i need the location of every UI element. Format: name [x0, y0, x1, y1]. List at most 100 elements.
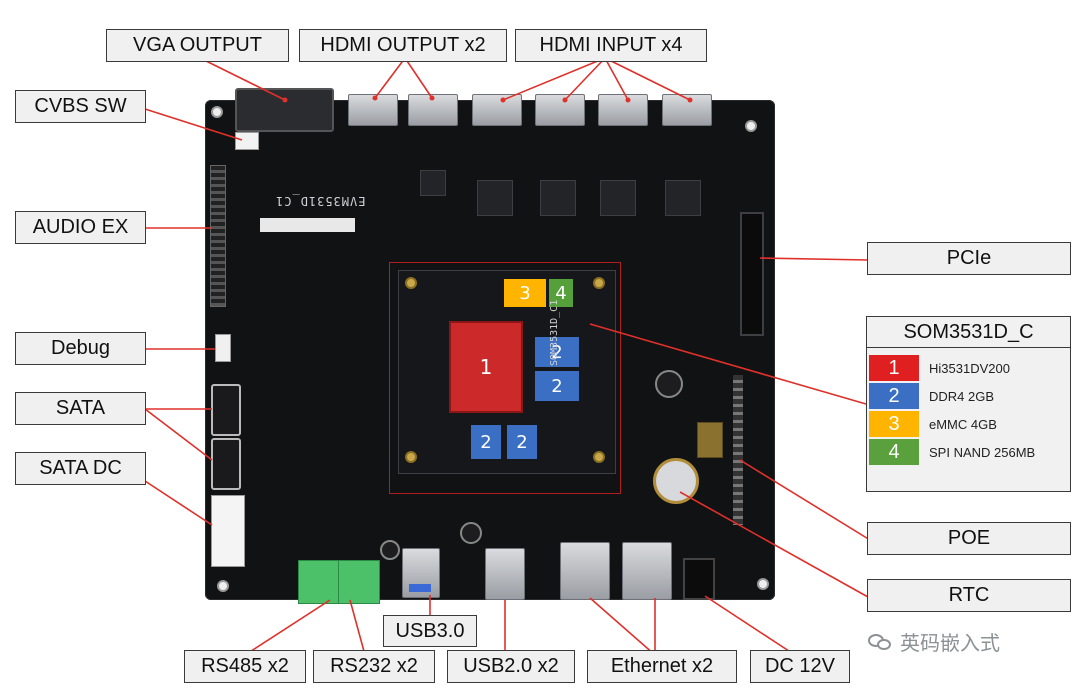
mount-hole	[745, 120, 757, 132]
legend-swatch: 4	[869, 439, 919, 465]
emmc-block: 3	[504, 279, 546, 307]
som-hole	[593, 451, 605, 463]
usb30-tongue	[409, 584, 431, 592]
ddr-block: 2	[507, 425, 537, 459]
legend-swatch: 3	[869, 411, 919, 437]
leader-line	[404, 57, 433, 99]
leader-line	[564, 57, 606, 101]
legend-text: eMMC 4GB	[929, 416, 997, 432]
legend-item: 2 DDR4 2GB	[869, 383, 994, 409]
leader-line	[589, 323, 867, 405]
som-module: 1 3 4 2 2 2 2 SOM3531D_C1	[398, 270, 616, 474]
label-rtc: RTC	[867, 579, 1071, 612]
leader-dot	[687, 97, 693, 103]
ethernet-port	[560, 542, 610, 600]
sata-connector	[211, 438, 241, 490]
som-highlight-frame	[389, 262, 621, 494]
chip	[540, 180, 576, 216]
leader-line	[144, 408, 213, 461]
legend-text: Hi3531DV200	[929, 360, 1010, 376]
capacitor	[380, 540, 400, 560]
legend-title: SOM3531D_C	[867, 317, 1070, 348]
audio-header	[210, 165, 226, 307]
leader-dot	[372, 95, 378, 101]
watermark-text: 英码嵌入式	[900, 631, 1000, 655]
legend-swatch: 2	[869, 383, 919, 409]
rs232-terminal	[338, 560, 380, 604]
poe-module	[697, 422, 723, 458]
hdmi-port	[535, 94, 585, 126]
hdmi-port	[472, 94, 522, 126]
label-usb20: USB2.0 x2	[447, 650, 575, 683]
chip	[420, 170, 446, 196]
leader-line	[679, 491, 869, 598]
som-hole	[593, 277, 605, 289]
ddr-block: 2	[471, 425, 501, 459]
cvbs-switch	[235, 132, 259, 150]
pcie-slot	[740, 212, 764, 336]
vga-connector	[235, 88, 334, 132]
leader-line	[739, 459, 871, 541]
leader-line	[374, 57, 406, 99]
label-strip	[260, 218, 355, 232]
debug-connector	[215, 334, 231, 362]
ddr-block: 2	[535, 337, 579, 367]
ethernet-port	[622, 542, 672, 600]
chip	[665, 180, 701, 216]
mount-hole	[217, 580, 229, 592]
leader-line	[502, 57, 606, 101]
dc-jack	[683, 558, 715, 600]
label-pcie: PCIe	[867, 242, 1071, 275]
label-rs485: RS485 x2	[184, 650, 306, 683]
nand-block: 4	[549, 279, 573, 307]
legend-item: 3 eMMC 4GB	[869, 411, 997, 437]
sata-connector	[211, 384, 241, 436]
capacitor	[460, 522, 482, 544]
legend-swatch: 1	[869, 355, 919, 381]
label-sata: SATA	[15, 392, 146, 425]
rs485-terminal	[298, 560, 340, 604]
sata-dc-connector	[211, 495, 245, 567]
leader-line	[199, 57, 286, 101]
label-hdmi-output: HDMI OUTPUT x2	[299, 29, 507, 62]
leader-dot	[429, 95, 435, 101]
leader-line	[704, 595, 796, 656]
label-cvbs-sw: CVBS SW	[15, 90, 146, 123]
label-debug: Debug	[15, 332, 146, 365]
mount-hole	[757, 578, 769, 590]
label-rs232: RS232 x2	[313, 650, 435, 683]
label-vga-output: VGA OUTPUT	[106, 29, 289, 62]
leader-dot	[282, 97, 288, 103]
ddr-block: 2	[535, 371, 579, 401]
leader-line	[604, 57, 629, 101]
label-dc12v: DC 12V	[750, 650, 850, 683]
leader-line	[144, 480, 213, 526]
leader-dot	[625, 97, 631, 103]
hdmi-port	[598, 94, 648, 126]
capacitor	[655, 370, 683, 398]
wechat-icon	[868, 632, 894, 652]
legend-item: 4 SPI NAND 256MB	[869, 439, 1035, 465]
label-hdmi-input: HDMI INPUT x4	[515, 29, 707, 62]
leader-line	[244, 599, 331, 656]
legend-item: 1 Hi3531DV200	[869, 355, 1010, 381]
leader-line	[589, 597, 656, 656]
rtc-battery	[653, 458, 699, 504]
label-sata-dc: SATA DC	[15, 452, 146, 485]
chip	[477, 180, 513, 216]
leader-line	[604, 57, 691, 101]
label-poe: POE	[867, 522, 1071, 555]
chip	[600, 180, 636, 216]
legend-text: SPI NAND 256MB	[929, 444, 1036, 460]
som-hole	[405, 451, 417, 463]
leader-line	[144, 108, 243, 141]
som-hole	[405, 277, 417, 289]
leader-dot	[562, 97, 568, 103]
label-ethernet: Ethernet x2	[587, 650, 737, 683]
label-usb30: USB3.0	[383, 615, 477, 647]
label-audio-ex: AUDIO EX	[15, 211, 146, 244]
legend-text: DDR4 2GB	[929, 388, 995, 404]
legend: SOM3531D_C 1 Hi3531DV200 2 DDR4 2GB 3 eM…	[866, 316, 1071, 492]
watermark: 英码嵌入式	[868, 627, 1000, 656]
